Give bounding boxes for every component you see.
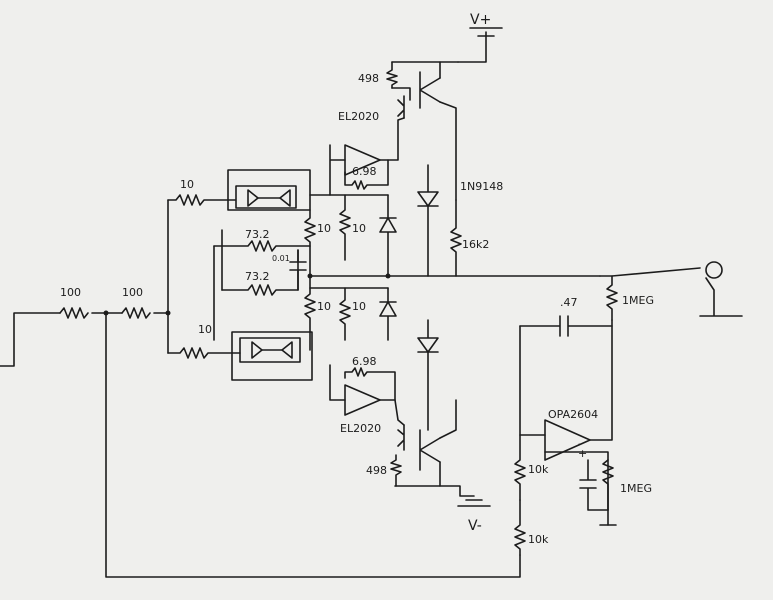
- r-top-10c-label: 10: [352, 222, 366, 235]
- u-top-el2020-label: EL2020: [338, 110, 379, 123]
- r-732a-label: 73.2: [245, 228, 270, 241]
- r-top-10b-label: 10: [317, 222, 331, 235]
- u-bot-el2020-label: EL2020: [340, 422, 381, 435]
- top-buffer-package: [227, 169, 311, 211]
- top-output-stage: [329, 27, 503, 277]
- resistor-10-bottom: [167, 347, 241, 359]
- r-1meg-bot-label: 1MEG: [620, 482, 652, 495]
- r-10k-b-label: 10k: [528, 533, 549, 546]
- r-bot-10c-label: 10: [352, 300, 366, 313]
- r-1meg-top-label: 1MEG: [622, 294, 654, 307]
- bottom-buffer-package: [231, 331, 313, 381]
- op-minus-label: -: [578, 437, 582, 450]
- r-732b-label: 73.2: [245, 270, 270, 283]
- c-001-label: 0.01: [272, 254, 290, 263]
- input-wires: [0, 199, 521, 578]
- r-bot-498-label: 498: [366, 464, 387, 477]
- c-47-label: .47: [560, 296, 578, 309]
- r-in-100b-label: 100: [122, 286, 143, 299]
- r-bot-698-label: 6.98: [352, 355, 377, 368]
- r-16k2-label: 16k2: [462, 238, 489, 251]
- r-top-10-label: 10: [180, 178, 194, 191]
- r-bot-10-label: 10: [198, 323, 212, 336]
- middle-network: [213, 194, 601, 351]
- d-1n9148-label: 1N9148: [460, 180, 503, 193]
- r-top-698-label: 6.98: [352, 165, 377, 178]
- vminus-label: V-: [468, 518, 482, 534]
- resistor-10-top: [167, 194, 236, 206]
- vplus-label: V+: [470, 12, 491, 28]
- r-top-498-label: 498: [358, 72, 379, 85]
- r-10k-a-label: 10k: [528, 463, 549, 476]
- bottom-output-stage: [329, 319, 491, 507]
- u-opa2604-label: OPA2604: [548, 408, 598, 421]
- r-bot-10b-label: 10: [317, 300, 331, 313]
- r-in-100a-label: 100: [60, 286, 81, 299]
- output-servo-section: [514, 261, 743, 556]
- op-plus-label: +: [578, 447, 587, 460]
